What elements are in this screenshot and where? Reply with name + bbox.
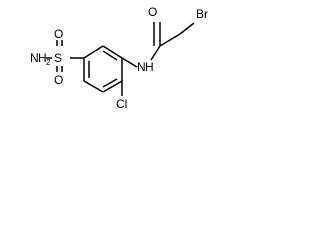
- bond-ring-c5-c6-inner: [102, 78, 118, 88]
- atom-n-amide: N: [137, 60, 146, 74]
- benzene-ring: [83, 45, 123, 93]
- amide-chain: [121, 22, 195, 68]
- bond-ring-c5-c6: [102, 80, 123, 93]
- bond-ring-c1-c2: [102, 45, 123, 59]
- bond-ring-c2-c3: [83, 45, 104, 59]
- atom-o-carbonyl: O: [148, 5, 157, 19]
- bond-ring-n: [121, 57, 138, 68]
- atom-br: Br: [196, 7, 208, 21]
- atom-s: S: [54, 51, 62, 65]
- bond-ring-c4-c5: [83, 80, 104, 93]
- atom-h-sulfonamide: H: [38, 51, 47, 65]
- atom-h-sulfonamide-count: 2: [46, 58, 51, 67]
- atom-o-sulfonyl-bottom: O: [54, 73, 63, 87]
- bond-ch2-br: [179, 22, 195, 35]
- bond-carbonyl-ch2: [159, 33, 181, 47]
- atom-n-sulfonamide: N: [30, 51, 39, 65]
- atom-cl: Cl: [116, 97, 127, 111]
- bond-n-carbonyl: [150, 45, 161, 61]
- atom-o-sulfonyl-top: O: [54, 27, 63, 41]
- atom-h-amide: H: [145, 60, 154, 74]
- sulfonamide-group: [46, 40, 84, 72]
- bond-ring-c1-c2-inner: [102, 50, 118, 61]
- molecule-structure: O Br N H Cl N H 2 S O O: [30, 5, 208, 111]
